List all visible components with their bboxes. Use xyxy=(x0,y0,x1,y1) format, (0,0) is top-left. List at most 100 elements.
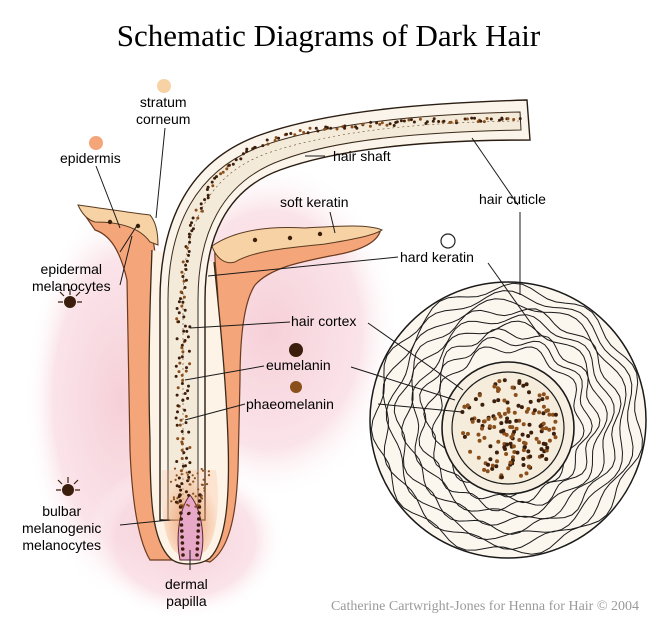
melanin-dot xyxy=(179,504,183,507)
melanin-dot xyxy=(197,511,201,515)
melanin-dot xyxy=(335,127,339,131)
melanin-dot xyxy=(194,208,198,212)
melanin-dot xyxy=(496,398,501,403)
melanin-dot xyxy=(175,484,179,488)
melanin-dot xyxy=(184,490,188,494)
hard-keratin-swatch xyxy=(440,233,456,249)
melanin-dot xyxy=(502,411,507,416)
melanin-dot xyxy=(188,362,192,366)
melanin-dot xyxy=(470,116,474,120)
melanin-dot xyxy=(482,467,487,472)
melanin-dot xyxy=(504,432,509,437)
stratum-line2: corneum xyxy=(136,111,191,127)
melanin-dot xyxy=(183,408,187,412)
melanin-dot xyxy=(196,529,200,533)
melanin-dot xyxy=(241,152,245,156)
melanin-dot xyxy=(523,441,528,446)
melanin-dot xyxy=(192,480,195,483)
melanin-dot xyxy=(221,170,225,174)
cuticle-scale-ring xyxy=(411,320,608,518)
melanin-dot xyxy=(227,163,231,167)
melanin-dot xyxy=(274,136,278,140)
melanin-dot xyxy=(442,119,446,123)
melanin-dot xyxy=(532,408,537,413)
melanin-dot xyxy=(476,432,481,437)
melanin-dot xyxy=(547,412,552,417)
label-eumelanin: eumelanin xyxy=(266,357,331,373)
melanin-dot xyxy=(511,455,515,460)
melanin-dot xyxy=(494,450,499,455)
melanin-dot xyxy=(179,297,182,301)
melanin-dot xyxy=(378,122,382,126)
melanin-dot xyxy=(174,374,178,378)
melanin-dot xyxy=(343,126,347,130)
melanin-dot xyxy=(184,369,188,373)
melanin-dot xyxy=(225,167,229,171)
melanin-dot xyxy=(477,438,482,443)
melanin-dot xyxy=(187,470,191,474)
melanin-dot xyxy=(175,474,178,477)
melanin-dot xyxy=(206,196,210,200)
melanin-dot xyxy=(497,411,502,416)
melanin-dot xyxy=(547,427,552,432)
melanin-dot xyxy=(211,184,215,188)
melanin-dot xyxy=(511,444,516,449)
melanin-dot xyxy=(507,419,512,424)
phaeomelanin-swatch xyxy=(290,381,302,393)
melanin-dot xyxy=(302,131,306,134)
melanin-dot xyxy=(500,116,504,120)
melanin-dot xyxy=(187,253,190,257)
melanin-dot xyxy=(298,129,302,132)
melanin-dot xyxy=(273,139,277,142)
melanin-dot xyxy=(399,119,403,123)
melanin-dot xyxy=(476,418,481,423)
melanin-dot xyxy=(206,193,210,197)
cuticle-scales xyxy=(370,282,643,555)
melanin-dot xyxy=(343,124,347,128)
leader-lines xyxy=(95,127,541,570)
melanin-dot xyxy=(177,311,181,315)
melanin-dot xyxy=(329,126,333,130)
melanin-dot xyxy=(174,364,178,368)
melanin-dot xyxy=(181,437,185,441)
melanin-dot xyxy=(513,393,518,397)
melanin-dot xyxy=(536,398,541,403)
melanin-dot xyxy=(176,386,180,390)
melanin-dot xyxy=(494,464,499,469)
melanin-dot xyxy=(505,442,510,447)
melanin-dot xyxy=(180,346,184,350)
melanin-dot xyxy=(465,431,470,436)
diagram-title: Schematic Diagrams of Dark Hair xyxy=(116,18,541,53)
melanin-dot xyxy=(486,462,490,467)
melanin-dot xyxy=(473,116,476,120)
melanin-dot xyxy=(537,410,542,415)
melanin-dot xyxy=(541,404,546,409)
label-epidermal-melanocytes: epidermal melanocytes xyxy=(32,261,111,295)
label-hair-shaft: hair shaft xyxy=(333,148,391,164)
melanin-dot xyxy=(540,397,545,402)
melanin-dot xyxy=(508,425,513,429)
melanin-dot xyxy=(553,419,558,424)
melanin-dot xyxy=(492,384,497,389)
melanin-dot xyxy=(499,429,504,434)
melanin-dot xyxy=(181,398,185,402)
melanin-dot xyxy=(191,227,195,231)
melanin-dot xyxy=(361,122,365,126)
melanin-dot xyxy=(492,416,497,421)
melanin-dot xyxy=(527,390,531,395)
melanin-dot xyxy=(369,120,373,124)
melanin-dot xyxy=(180,355,184,359)
melanin-dot xyxy=(519,405,524,410)
melanin-dot xyxy=(287,235,293,241)
melanin-dot xyxy=(181,379,185,382)
melanin-dot xyxy=(506,407,511,412)
melanin-dot xyxy=(193,477,196,480)
melanin-dot xyxy=(350,125,354,129)
cuticle-scale-ring xyxy=(393,308,622,535)
melanin-dot xyxy=(175,307,179,310)
melanin-dot xyxy=(197,517,201,521)
melanin-dot xyxy=(512,410,517,415)
melanin-dot xyxy=(215,175,218,179)
melanin-dot xyxy=(497,379,502,384)
melanin-dot xyxy=(516,403,521,408)
